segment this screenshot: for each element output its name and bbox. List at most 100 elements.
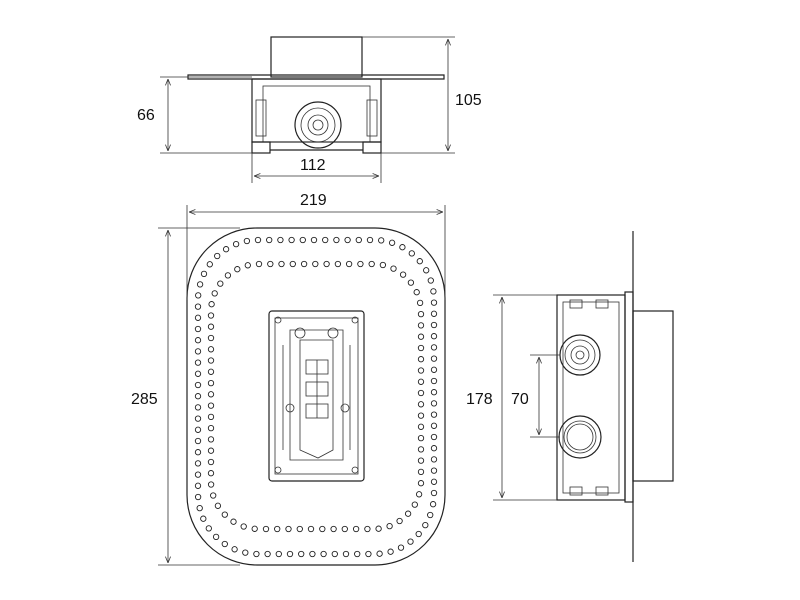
perforation-hole (430, 344, 438, 351)
dim-side-height: 178 (466, 391, 493, 408)
perforation-hole (378, 237, 385, 244)
perforation-hole (278, 260, 285, 268)
perforation-hole (399, 244, 406, 251)
perforation-hole (404, 510, 412, 517)
perforation-hole (200, 270, 208, 278)
perforation-hole (354, 550, 361, 558)
perforation-hole (253, 550, 260, 558)
perforation-hole (200, 515, 207, 522)
front-plate-holes-outer (194, 236, 438, 558)
perforation-hole (307, 525, 315, 533)
perforation-hole (427, 511, 434, 519)
perforation-hole (194, 314, 202, 321)
perforation-hole (242, 549, 249, 556)
perforation-hole (364, 525, 371, 533)
perforation-hole (323, 260, 330, 268)
perforation-hole (417, 457, 425, 464)
perforation-hole (388, 239, 396, 246)
perforation-hole (194, 437, 202, 445)
perforation-hole (396, 517, 403, 525)
perforation-hole (330, 525, 337, 533)
perforation-hole (194, 471, 202, 478)
perforation-hole (194, 426, 202, 433)
perforation-hole (417, 468, 425, 476)
front-view-dimensions: 219 285 (131, 192, 446, 566)
perforation-hole (251, 525, 258, 532)
top-view-dimensions: 105 66 112 (137, 36, 482, 183)
perforation-hole (312, 260, 319, 268)
perforation-hole (214, 252, 221, 260)
perforation-hole (423, 267, 430, 274)
front-view (186, 227, 446, 566)
perforation-hole (207, 334, 215, 342)
perforation-hole (319, 525, 326, 533)
perforation-hole (217, 280, 224, 287)
perforation-hole (207, 323, 215, 330)
perforation-hole (207, 312, 215, 319)
perforation-hole (243, 237, 251, 245)
perforation-hole (286, 550, 294, 558)
perforation-hole (232, 240, 240, 248)
perforation-hole (230, 518, 237, 525)
perforation-hole (417, 333, 425, 340)
perforation-hole (387, 548, 394, 555)
perforation-hole (207, 346, 215, 353)
perforation-hole (430, 433, 438, 441)
perforation-hole (341, 525, 348, 533)
perforation-hole (365, 550, 372, 558)
perforation-hole (207, 413, 215, 421)
perforation-hole (352, 525, 360, 533)
perforation-hole (211, 290, 218, 297)
perforation-hole (194, 404, 202, 411)
perforation-hole (430, 288, 437, 295)
perforation-hole (320, 550, 327, 558)
perforation-hole (194, 460, 202, 467)
perforation-hole (254, 236, 262, 244)
perforation-hole (430, 333, 438, 340)
perforation-hole (411, 501, 418, 508)
perforation-hole (285, 525, 292, 533)
perforation-hole (417, 367, 425, 374)
perforation-hole (234, 266, 241, 273)
perforation-hole (430, 389, 438, 396)
perforation-hole (417, 412, 425, 419)
perforation-hole (386, 522, 393, 530)
perforation-hole (415, 530, 422, 538)
perforation-hole (212, 533, 220, 541)
dim-front-width: 219 (300, 192, 327, 209)
perforation-hole (334, 260, 342, 268)
perforation-hole (417, 378, 425, 385)
perforation-hole (417, 310, 425, 318)
perforation-hole (379, 261, 387, 269)
dim-top-width-base: 112 (300, 157, 326, 174)
perforation-hole (224, 272, 232, 279)
perforation-hole (417, 423, 425, 430)
perforation-hole (296, 525, 303, 533)
perforation-hole (194, 381, 202, 389)
perforation-hole (231, 546, 238, 553)
perforation-hole (208, 301, 215, 308)
perforation-hole (430, 456, 438, 463)
perforation-hole (342, 550, 350, 558)
perforation-hole (194, 493, 202, 501)
perforation-hole (194, 325, 202, 333)
perforation-hole (194, 303, 202, 310)
perforation-hole (430, 445, 438, 452)
perforation-hole (206, 261, 213, 268)
perforation-hole (196, 281, 204, 288)
perforation-hole (300, 260, 308, 268)
perforation-hole (413, 289, 420, 296)
perforation-hole (375, 525, 382, 532)
perforation-hole (416, 258, 423, 265)
perforation-hole (417, 401, 425, 408)
perforation-hole (195, 292, 202, 299)
perforation-hole (196, 504, 203, 512)
perforation-hole (366, 236, 374, 244)
perforation-hole (222, 246, 230, 253)
perforation-hole (274, 525, 281, 533)
perforation-hole (407, 279, 415, 286)
perforation-hole (207, 357, 215, 364)
perforation-hole (207, 481, 215, 488)
perforation-hole (207, 368, 215, 375)
